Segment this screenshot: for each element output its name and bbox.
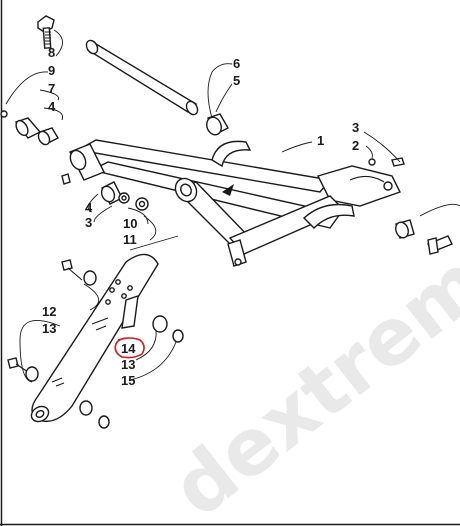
highlight-circle (114, 337, 145, 359)
right-hardware (368, 157, 453, 255)
leader-lines (5, 29, 460, 383)
swing-arm-frame (69, 139, 401, 267)
link-arm (30, 253, 159, 423)
left-spacers (0, 110, 59, 146)
watermark-text: dextreme (156, 204, 460, 526)
link-hardware (7, 259, 184, 429)
callout-4-upper-left: 4 (48, 99, 56, 114)
callout-6: 6 (233, 56, 240, 71)
callout-3-right: 3 (352, 120, 359, 135)
bushing-part (206, 113, 229, 136)
callout-8: 8 (48, 45, 55, 60)
pointer-arrow-icon (222, 184, 234, 196)
shaft-part (85, 39, 199, 116)
callout-2: 2 (352, 138, 359, 153)
center-spacers (61, 173, 149, 211)
callout-7: 7 (48, 81, 55, 96)
callout-1: 1 (317, 133, 324, 148)
callout-11: 11 (123, 232, 137, 247)
bolt-part (37, 15, 55, 49)
callout-9: 9 (48, 63, 55, 78)
callout-4-center: 4 (85, 200, 93, 215)
callout-5: 5 (233, 73, 240, 88)
callout-13-bottom: 13 (121, 357, 135, 372)
callout-12: 12 (42, 304, 56, 319)
callout-14: 14 (121, 341, 136, 356)
callout-3-center: 3 (85, 215, 92, 230)
callout-13-left: 13 (42, 321, 56, 336)
callout-10: 10 (123, 216, 137, 231)
callout-15: 15 (121, 373, 135, 388)
